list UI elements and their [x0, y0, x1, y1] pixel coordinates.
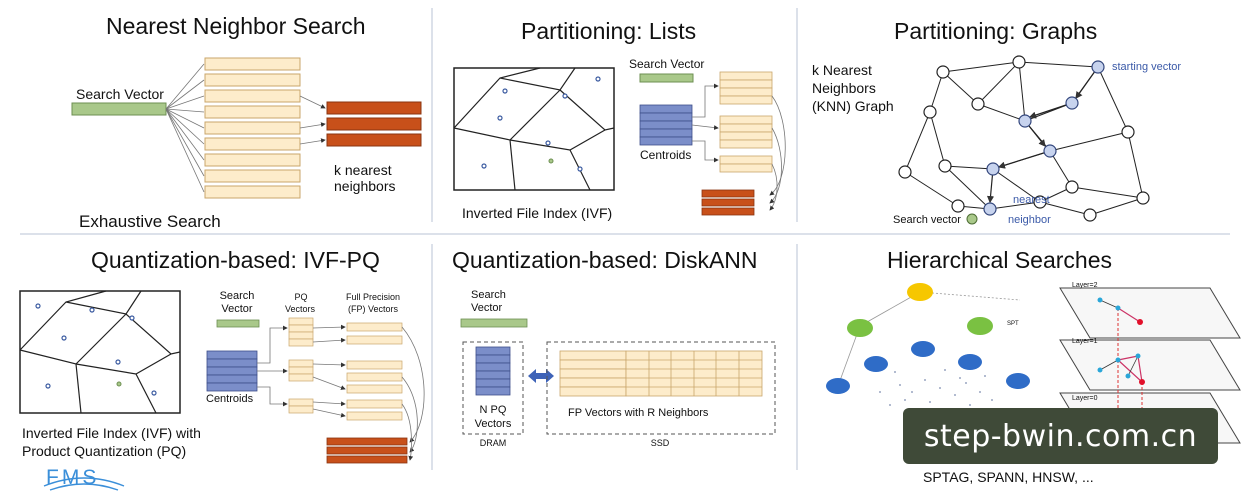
lists-result-bars: [701, 189, 755, 216]
title-nearest-neighbor-search: Nearest Neighbor Search: [106, 13, 366, 39]
ivfpq-vector-label: Vector: [221, 303, 253, 315]
lists-ivf-label: Inverted File Index (IVF): [462, 205, 613, 221]
lists-diagram: [453, 67, 786, 216]
nns-k-nearest-label: k nearest: [334, 162, 392, 178]
diskann-vector-label: Vector: [471, 302, 503, 314]
ivfpq-full-precision-label: Full Precision: [345, 292, 401, 302]
ivfpq-search-label: Search: [219, 290, 255, 302]
lists-search-vector-bar: [639, 73, 694, 83]
lists-bucket-3: [719, 155, 773, 173]
knn-label-line2: Neighbors: [812, 80, 876, 96]
lists-bucket-1: [719, 71, 773, 105]
fms-logo-arcs: [43, 477, 125, 491]
knn-graph: [898, 55, 1150, 225]
nns-diagram: [71, 57, 422, 199]
layer0-label: Layer=0: [1072, 395, 1098, 402]
dram-label: DRAM: [479, 438, 507, 448]
dram-ssd-arrow: [528, 369, 554, 383]
neighbor-label: neighbor: [1008, 214, 1051, 226]
diskann-npq-vectors-label: Vectors: [474, 418, 512, 430]
title-hierarchical-searches: Hierarchical Searches: [887, 247, 1112, 273]
nns-fan-lines: [165, 63, 205, 193]
title-diskann: Quantization-based: DiskANN: [452, 247, 758, 273]
lists-bucket-2: [719, 115, 773, 149]
nns-k-nearest-bars: [326, 101, 422, 147]
ivfpq-pq-vectors-label: Vectors: [284, 304, 315, 314]
lists-voronoi-box: [453, 67, 615, 191]
nns-result-lines: [299, 95, 326, 145]
nns-neighbors-label: neighbors: [334, 178, 396, 194]
spt-label: SPT: [1007, 321, 1019, 327]
ivfpq-centroids-label: Centroids: [206, 393, 254, 405]
knn-label-line3: (KNN) Graph: [812, 98, 894, 114]
starting-vector-label: starting vector: [1112, 61, 1182, 73]
ivfpq-caption-line1: Inverted File Index (IVF) with: [22, 425, 201, 441]
diskann-fp-neighbors-label: FP Vectors with R Neighbors: [568, 407, 709, 419]
graph-search-vector-label: Search vector: [893, 214, 961, 226]
title-partitioning-lists: Partitioning: Lists: [521, 18, 697, 44]
knn-label-line1: k Nearest: [812, 62, 872, 78]
diskann-diagram: [460, 318, 776, 435]
nns-search-vector-bar: [71, 102, 167, 116]
ivfpq-pq-label: PQ: [294, 292, 308, 302]
nns-search-vector-label: Search Vector: [76, 86, 164, 102]
lists-centroids-label: Centroids: [640, 148, 692, 162]
ssd-label: SSD: [650, 438, 670, 448]
watermark-banner: step-bwin.com.cn: [903, 408, 1218, 464]
nns-database-bars: [204, 57, 301, 199]
diskann-npq-label: N PQ: [479, 404, 507, 416]
graph-search-vector-node: [966, 213, 978, 225]
hier-caption: SPTAG, SPANN, HNSW, ...: [923, 469, 1094, 485]
nns-exhaustive-search-label: Exhaustive Search: [79, 212, 221, 231]
fms-logo: FMS: [46, 466, 100, 489]
nearest-label: nearest: [1013, 194, 1050, 206]
watermark-text: step-bwin.com.cn: [923, 418, 1198, 454]
title-partitioning-graphs: Partitioning: Graphs: [894, 18, 1098, 44]
ivfpq-caption-line2: Product Quantization (PQ): [22, 443, 187, 459]
panel-dividers: [20, 8, 1230, 470]
ivfpq-diagram: [19, 290, 425, 491]
ivfpq-fp-vectors-label: (FP) Vectors: [347, 304, 398, 314]
lists-search-vector-label: Search Vector: [629, 57, 705, 71]
diskann-search-label: Search: [471, 289, 506, 301]
layer1-label: Layer=1: [1072, 338, 1098, 345]
lists-centroids: [639, 104, 693, 146]
layer2-label: Layer=2: [1072, 282, 1098, 289]
title-ivf-pq: Quantization-based: IVF-PQ: [91, 247, 380, 273]
